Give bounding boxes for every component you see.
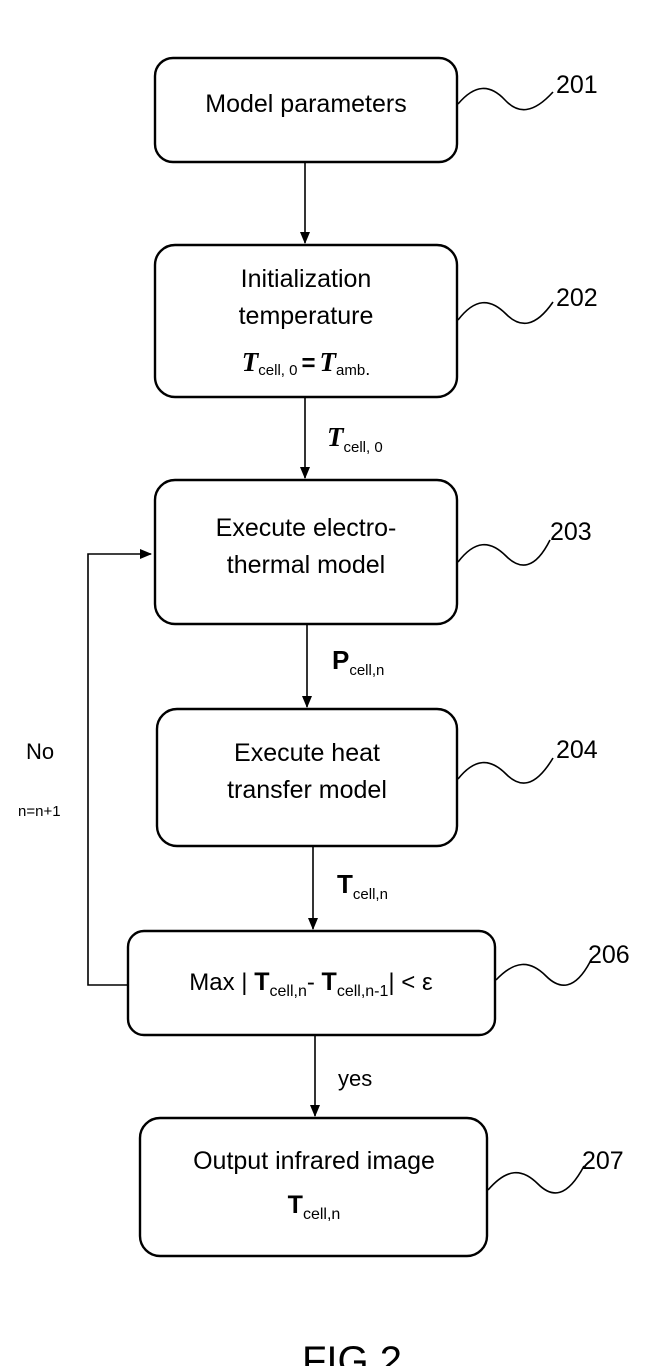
edge-T-sub: cell, 0 bbox=[344, 439, 383, 456]
step-207-leader bbox=[488, 1166, 584, 1193]
step-202-leader bbox=[458, 302, 553, 323]
step-203-line2: thermal model bbox=[227, 551, 385, 579]
step-202-line2: temperature bbox=[239, 302, 374, 330]
step-206-leader bbox=[496, 962, 590, 985]
edge-204-206-label: Tcell,n bbox=[337, 869, 388, 903]
max-sub1: cell,n bbox=[270, 983, 307, 1000]
step-202-ref: 202 bbox=[556, 284, 598, 312]
max-suffix: | < ε bbox=[388, 969, 433, 996]
sub-amb: amb bbox=[336, 362, 365, 379]
loop-counter-label: n=n+1 bbox=[18, 803, 61, 820]
step-203-leader bbox=[458, 540, 550, 565]
edge-P-sub: cell,n bbox=[349, 662, 384, 679]
step-203-ref: 203 bbox=[550, 518, 592, 546]
step-206-ref: 206 bbox=[588, 941, 630, 969]
equals: = bbox=[301, 350, 315, 377]
max-dash: - bbox=[307, 969, 322, 996]
step-206: Max | Tcell,n- Tcell,n-1| < ε 206 bbox=[128, 931, 630, 1035]
step-202: Initialization temperature Tcell, 0=Tamb… bbox=[155, 245, 598, 397]
step-206-formula: Max | Tcell,n- Tcell,n-1| < ε bbox=[189, 968, 433, 1000]
max-prefix: Max | bbox=[189, 969, 254, 996]
edge-T: T bbox=[327, 422, 345, 452]
out-sub: cell,n bbox=[303, 1206, 340, 1223]
edge-202-203-label: Tcell, 0 bbox=[327, 422, 383, 456]
step-203-line1: Execute electro- bbox=[216, 514, 397, 542]
step-203: Execute electro- thermal model 203 bbox=[155, 480, 592, 624]
step-201-leader bbox=[458, 88, 553, 109]
step-204-ref: 204 bbox=[556, 736, 598, 764]
step-201: Model parameters 201 bbox=[155, 58, 598, 162]
max-sub2: cell,n-1 bbox=[337, 983, 389, 1000]
dot: . bbox=[365, 359, 370, 379]
out-T: T bbox=[288, 1191, 303, 1219]
loop-no-label: No bbox=[26, 739, 54, 764]
step-207: Output infrared image Tcell,n 207 bbox=[140, 1118, 624, 1256]
step-207-line1: Output infrared image bbox=[193, 1147, 435, 1175]
step-204: Execute heat transfer model 204 bbox=[157, 709, 598, 846]
edge-yes-label: yes bbox=[338, 1066, 372, 1091]
step-201-ref: 201 bbox=[556, 71, 598, 99]
step-207-box bbox=[140, 1118, 487, 1256]
edge-P: P bbox=[332, 645, 349, 675]
edge-loop-no bbox=[88, 554, 151, 985]
edge-T2-sub: cell,n bbox=[353, 886, 388, 903]
step-204-line1: Execute heat bbox=[234, 739, 380, 767]
edge-203-204-label: Pcell,n bbox=[332, 645, 384, 679]
figure-label: FIG.2 bbox=[302, 1339, 402, 1366]
edge-T2: T bbox=[337, 869, 353, 899]
sub-cell0: cell, 0 bbox=[258, 362, 297, 379]
step-201-label: Model parameters bbox=[205, 90, 406, 118]
max-T2: T bbox=[322, 968, 337, 996]
step-202-line1: Initialization bbox=[241, 265, 372, 293]
step-207-ref: 207 bbox=[582, 1147, 624, 1175]
max-T1: T bbox=[254, 968, 269, 996]
symbol-T: T bbox=[242, 347, 260, 377]
step-204-line2: transfer model bbox=[227, 776, 387, 804]
step-204-leader bbox=[458, 758, 553, 783]
symbol-T-amb: T bbox=[320, 347, 338, 377]
